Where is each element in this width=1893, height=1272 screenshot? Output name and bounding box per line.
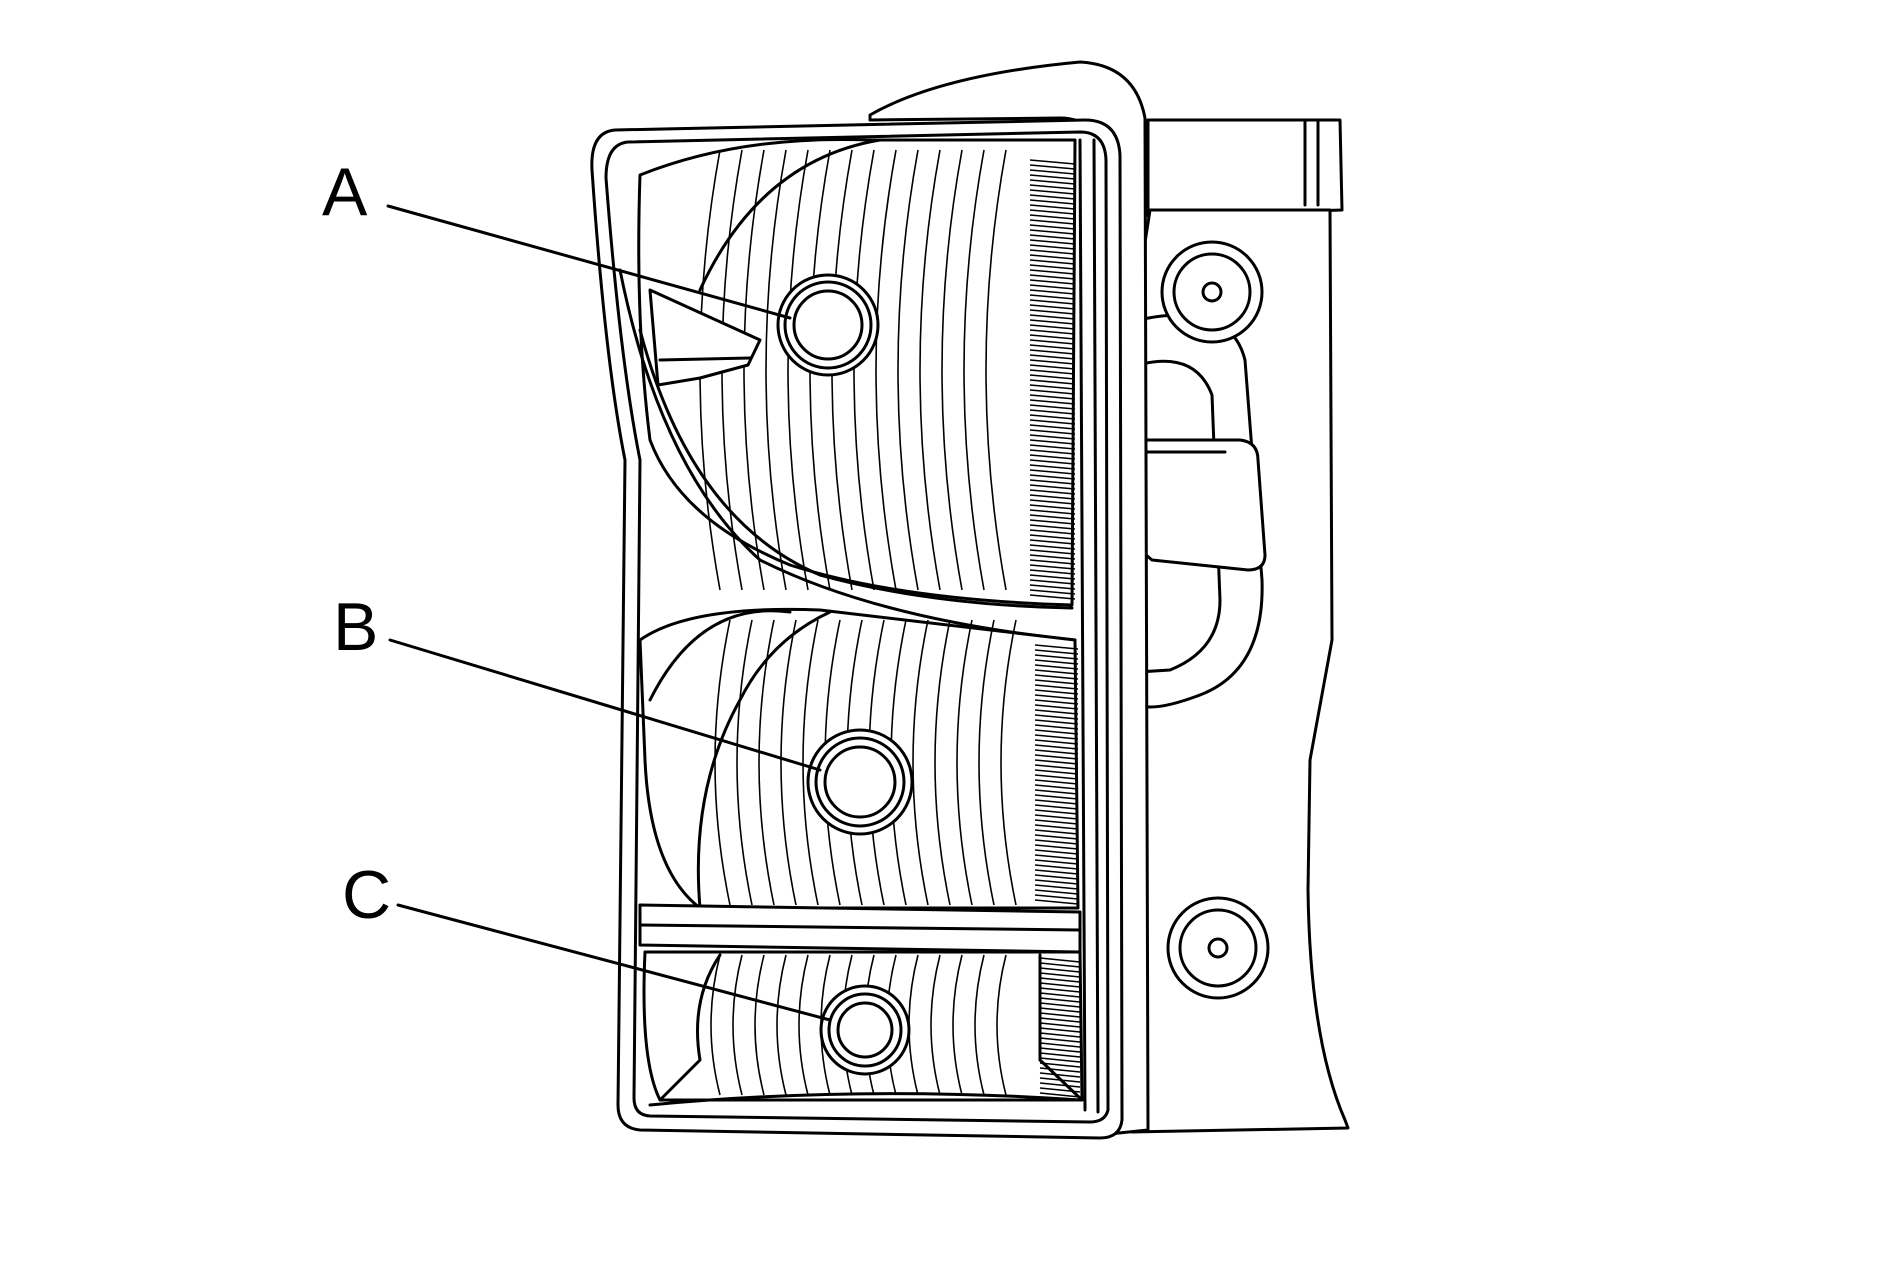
leader-line-c — [396, 903, 832, 1022]
callout-label-a: A — [322, 154, 368, 230]
upper-lens-section — [618, 137, 1077, 642]
leader-line-b — [388, 638, 822, 772]
callout-leaders — [386, 204, 832, 1022]
divider-bar — [638, 903, 1082, 954]
bulb-socket-b — [806, 728, 914, 836]
mounting-bracket — [1128, 118, 1350, 1134]
leader-line-a — [386, 204, 792, 320]
callout-label-b: B — [333, 589, 378, 665]
upper-reflector-ribs — [699, 149, 1007, 591]
callout-label-c: C — [342, 857, 391, 933]
upper-mounting-hole — [1160, 240, 1264, 344]
bulb-socket-a — [776, 273, 880, 377]
bulb-socket-c — [819, 984, 911, 1076]
upper-hatched-edge — [1029, 159, 1076, 600]
lower-hatched-edge — [1039, 957, 1081, 1098]
middle-hatched-edge — [1034, 644, 1079, 905]
lower-mounting-hole — [1166, 896, 1270, 1000]
